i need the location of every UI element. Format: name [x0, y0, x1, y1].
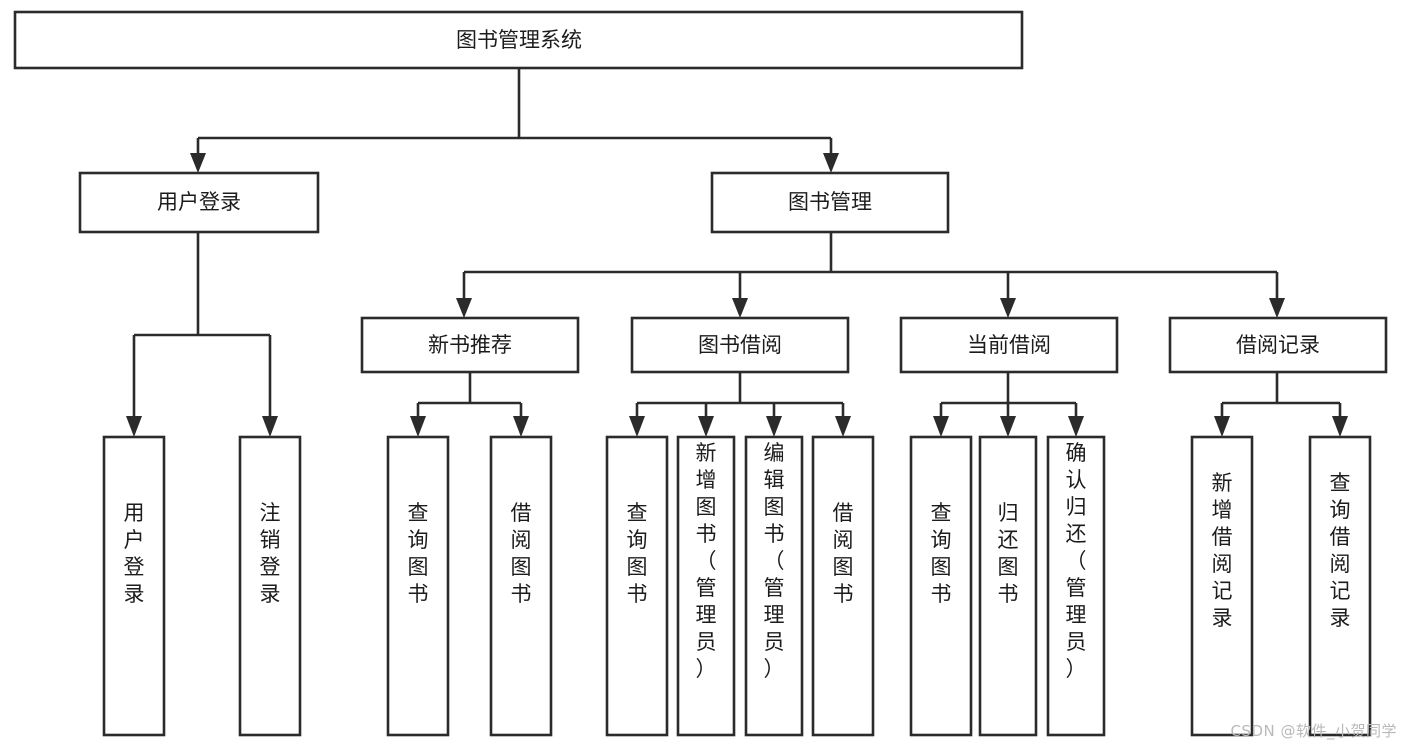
- node-leaf2[interactable]: 注销登录: [238, 435, 302, 737]
- connector-group-record: [1214, 372, 1348, 437]
- node-leaf6-rect[interactable]: [676, 435, 736, 737]
- arrow-head-leaf9: [933, 416, 949, 437]
- node-record-label: 借阅记录: [1236, 333, 1320, 357]
- arrow-head-leaf4: [513, 416, 529, 437]
- node-leaf10[interactable]: 归还图书: [978, 435, 1038, 737]
- arrow-head-current: [1000, 298, 1016, 318]
- arrow-head-leaf5: [629, 416, 645, 437]
- node-leaf8-label: 借阅图书: [833, 501, 854, 606]
- node-leaf13-label: 查询借阅记录: [1330, 471, 1351, 630]
- node-root[interactable]: 图书管理系统: [13, 10, 1024, 70]
- node-leaf7-rect[interactable]: [744, 435, 804, 737]
- csdn-watermark: CSDN @软件_小贺同学: [1230, 722, 1397, 740]
- node-leaf9-rect[interactable]: [909, 435, 973, 737]
- node-bookmgmt-rect[interactable]: [710, 171, 950, 234]
- node-leaf1-label: 用户登录: [124, 501, 145, 606]
- node-leaf6[interactable]: 新增图书（管理员）: [676, 435, 736, 737]
- arrow-head-borrow: [732, 298, 748, 318]
- node-leaf13[interactable]: 查询借阅记录: [1308, 435, 1372, 737]
- node-root-label: 图书管理系统: [456, 28, 582, 52]
- connector-group-newbook: [410, 372, 529, 437]
- arrow-head-record: [1269, 298, 1285, 318]
- arrow-head-newbook: [456, 298, 472, 318]
- node-leaf2-label: 注销登录: [260, 501, 281, 606]
- node-leaf1[interactable]: 用户登录: [102, 435, 166, 737]
- node-leaf8-rect[interactable]: [811, 435, 875, 737]
- node-leaf11-rect[interactable]: [1046, 435, 1106, 737]
- arrow-head-leaf7: [766, 416, 782, 437]
- connector-group-root: [190, 68, 839, 173]
- node-leaf4-label: 借阅图书: [511, 501, 532, 606]
- node-bookmgmt[interactable]: 图书管理: [710, 171, 950, 234]
- arrow-head-leaf8: [835, 416, 851, 437]
- node-leaf12-label: 新增借阅记录: [1212, 471, 1233, 630]
- node-leaf8[interactable]: 借阅图书: [811, 435, 875, 737]
- node-record-rect[interactable]: [1168, 316, 1388, 374]
- node-newbook[interactable]: 新书推荐: [360, 316, 580, 374]
- node-leaf9-label: 查询图书: [931, 501, 952, 606]
- connector-group-login: [126, 232, 278, 437]
- node-leaf3-rect[interactable]: [386, 435, 450, 737]
- node-leaf7-label: 编辑图书（管理员）: [764, 441, 785, 681]
- node-leaf7[interactable]: 编辑图书（管理员）: [744, 435, 804, 737]
- node-newbook-label: 新书推荐: [428, 333, 512, 357]
- node-leaf6-label: 新增图书（管理员）: [696, 441, 717, 681]
- arrow-head-leaf1: [126, 416, 142, 437]
- node-leaf11[interactable]: 确认归还（管理员）: [1046, 435, 1106, 737]
- connector-group-current: [933, 372, 1084, 437]
- node-leaf9[interactable]: 查询图书: [909, 435, 973, 737]
- node-leaf10-label: 归还图书: [998, 501, 1019, 606]
- arrow-head-leaf13: [1332, 416, 1348, 437]
- node-leaf3-label: 查询图书: [408, 501, 429, 606]
- node-leaf5-label: 查询图书: [627, 501, 648, 606]
- node-leaf4-rect[interactable]: [489, 435, 553, 737]
- node-current-rect[interactable]: [899, 316, 1119, 374]
- node-record[interactable]: 借阅记录: [1168, 316, 1388, 374]
- node-login[interactable]: 用户登录: [78, 171, 320, 234]
- node-leaf12[interactable]: 新增借阅记录: [1190, 435, 1254, 737]
- arrow-head-login: [190, 153, 206, 173]
- arrow-head-leaf2: [262, 416, 278, 437]
- node-login-label: 用户登录: [157, 190, 241, 214]
- node-borrow[interactable]: 图书借阅: [630, 316, 850, 374]
- node-borrow-rect[interactable]: [630, 316, 850, 374]
- node-leaf12-rect[interactable]: [1190, 435, 1254, 737]
- arrow-head-leaf3: [410, 416, 426, 437]
- node-current-label: 当前借阅: [967, 333, 1051, 357]
- node-leaf5-rect[interactable]: [605, 435, 669, 737]
- node-current[interactable]: 当前借阅: [899, 316, 1119, 374]
- connector-group-borrow: [629, 372, 851, 437]
- node-root-rect[interactable]: [13, 10, 1024, 70]
- node-leaf2-rect[interactable]: [238, 435, 302, 737]
- arrow-head-leaf10: [1000, 416, 1016, 437]
- node-leaf13-rect[interactable]: [1308, 435, 1372, 737]
- node-leaf11-label: 确认归还（管理员）: [1066, 441, 1087, 681]
- node-leaf1-rect[interactable]: [102, 435, 166, 737]
- node-leaf5[interactable]: 查询图书: [605, 435, 669, 737]
- node-leaf10-rect[interactable]: [978, 435, 1038, 737]
- arrow-head-bookmgmt: [823, 153, 839, 173]
- node-borrow-label: 图书借阅: [698, 333, 782, 357]
- node-login-rect[interactable]: [78, 171, 320, 234]
- node-bookmgmt-label: 图书管理: [788, 190, 872, 214]
- node-newbook-rect[interactable]: [360, 316, 580, 374]
- arrow-head-leaf12: [1214, 416, 1230, 437]
- arrow-head-leaf6: [698, 416, 714, 437]
- node-leaf3[interactable]: 查询图书: [386, 435, 450, 737]
- connector-group-bookmgmt: [456, 232, 1285, 318]
- arrow-head-leaf11: [1068, 416, 1084, 437]
- node-leaf4[interactable]: 借阅图书: [489, 435, 553, 737]
